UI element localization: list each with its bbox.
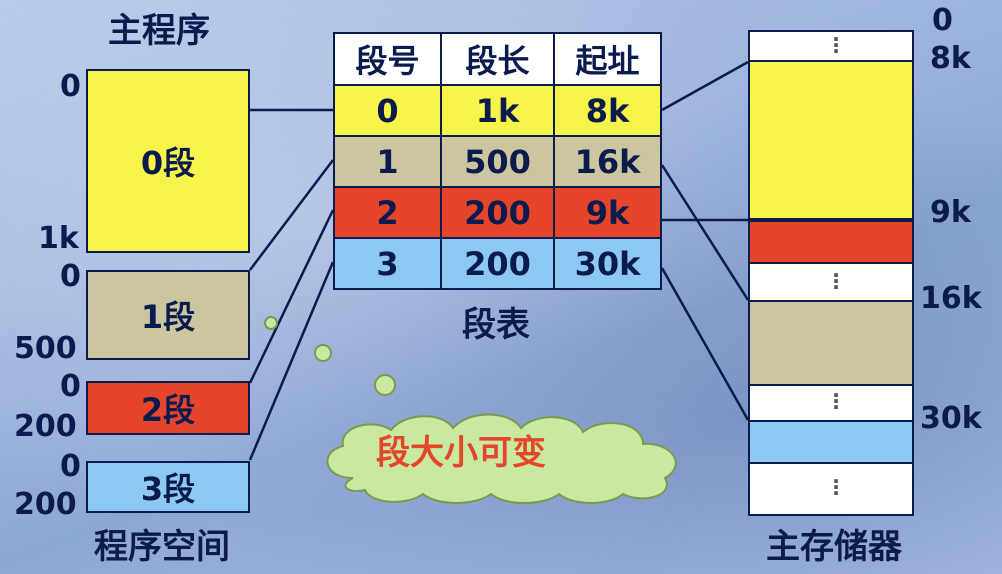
seg3-end: 200 xyxy=(14,487,77,522)
cell-base: 9k xyxy=(553,186,662,239)
link-seg3-to-table xyxy=(248,261,335,461)
cell-base: 16k xyxy=(553,135,662,188)
link-seg1-to-table xyxy=(249,159,334,271)
cell-length: 200 xyxy=(440,237,555,290)
thought-bubble-medium xyxy=(314,344,332,362)
program-space-label: 程序空间 xyxy=(94,527,230,567)
ellipsis-icon: ··· xyxy=(832,263,840,299)
link-seg2-to-table xyxy=(248,209,335,384)
seg3-start: 0 xyxy=(60,449,81,484)
cell-seg-no: 1 xyxy=(333,135,442,188)
segment-1-label: 1段 xyxy=(140,298,196,336)
addr-9k: 9k xyxy=(930,195,971,230)
segment-3-label: 3段 xyxy=(140,470,196,508)
ellipsis-icon: ··· xyxy=(832,27,840,63)
callout-text: 段大小可变 xyxy=(376,433,546,473)
addr-8k: 8k xyxy=(930,41,971,76)
segment-0-block: 0段 xyxy=(86,69,250,253)
segment-table: 段号 段长 起址 0 1k 8k 1 500 16k 2 200 9k 3 20… xyxy=(333,32,662,290)
cell-seg-no: 0 xyxy=(333,84,442,137)
table-row: 0 1k 8k xyxy=(333,84,662,137)
memory-title: 主存储器 xyxy=(766,527,902,567)
thought-bubble-small xyxy=(264,316,278,330)
program-title: 主程序 xyxy=(108,11,210,51)
cell-seg-no: 3 xyxy=(333,237,442,290)
ellipsis-icon: ··· xyxy=(832,383,840,419)
memory-segment-3 xyxy=(748,420,914,464)
addr-30k: 30k xyxy=(920,401,982,436)
header-segment-length: 段长 xyxy=(440,32,555,86)
seg1-end: 500 xyxy=(14,331,77,366)
cell-base: 30k xyxy=(553,237,662,290)
table-row: 2 200 9k xyxy=(333,186,662,239)
table-row: 3 200 30k xyxy=(333,237,662,290)
segment-1-block: 1段 xyxy=(86,270,250,360)
seg2-start: 0 xyxy=(60,369,81,404)
segment-2-label: 2段 xyxy=(140,391,196,429)
addr-16k: 16k xyxy=(920,281,982,316)
segment-3-block: 3段 xyxy=(86,461,250,513)
thought-bubble-large xyxy=(374,374,396,396)
cell-length: 200 xyxy=(440,186,555,239)
segment-2-block: 2段 xyxy=(86,381,250,435)
segment-table-caption: 段表 xyxy=(462,305,530,345)
header-segment-number: 段号 xyxy=(333,32,442,86)
link-row0-to-memory xyxy=(661,60,749,112)
table-row: 1 500 16k xyxy=(333,135,662,188)
link-row1-to-memory xyxy=(660,164,750,301)
memory-segment-2 xyxy=(748,220,914,264)
seg0-start: 0 xyxy=(60,69,81,104)
segment-0-label: 0段 xyxy=(140,144,196,182)
seg0-end: 1k xyxy=(38,221,79,256)
seg2-end: 200 xyxy=(14,409,77,444)
cell-seg-no: 2 xyxy=(333,186,442,239)
header-start-address: 起址 xyxy=(553,32,662,86)
callout-cloud xyxy=(326,413,677,504)
cell-length: 1k xyxy=(440,84,555,137)
memory-segment-1 xyxy=(748,300,914,386)
memory-segment-0 xyxy=(748,60,914,220)
segment-table-header: 段号 段长 起址 xyxy=(333,32,662,86)
cell-length: 500 xyxy=(440,135,555,188)
link-row3-to-memory xyxy=(660,267,750,421)
ellipsis-icon: ··· xyxy=(832,469,840,505)
addr-0: 0 xyxy=(932,3,953,38)
cell-base: 8k xyxy=(553,84,662,137)
seg1-start: 0 xyxy=(60,259,81,294)
